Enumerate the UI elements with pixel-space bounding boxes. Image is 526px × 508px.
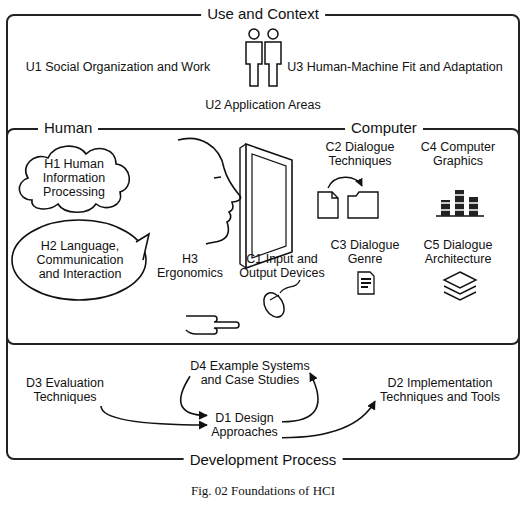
process-item: D4 Example Systems and Case Studies <box>190 357 310 389</box>
node-text: D4 Example Systems and Case Studies <box>190 359 310 387</box>
process-item: D3 Evaluation Techniques <box>20 374 110 406</box>
process-item: D2 Implementation Techniques and Tools <box>375 374 505 406</box>
flow-arrow <box>282 401 375 438</box>
bubble-outline <box>12 220 146 300</box>
figure-caption: Fig. 02 Foundations of HCI <box>191 483 335 499</box>
head-eye <box>214 177 221 178</box>
topic-label: C5 Dialogue Architecture <box>416 238 501 266</box>
band-heading: Computer <box>345 119 423 137</box>
topic-label: U2 Application Areas <box>205 98 320 112</box>
flow-arrow <box>181 376 207 415</box>
graphics-bar <box>469 197 478 216</box>
graphics-hatch <box>438 195 482 210</box>
thought-cloud: H1 Human Information Processing <box>12 140 136 216</box>
topic-label: C3 Dialogue Genre <box>330 238 400 266</box>
node-text: D1 Design Approaches <box>207 411 282 439</box>
frame-heading: Use and Context <box>201 5 325 23</box>
mouse-button <box>270 295 279 300</box>
person-body <box>265 42 281 86</box>
node-text: D2 Implementation Techniques and Tools <box>375 376 505 404</box>
process-item: D1 Design Approaches <box>207 409 282 441</box>
monitor-screen <box>252 154 286 258</box>
bubble-tail <box>136 234 149 260</box>
layer-icon <box>444 272 476 288</box>
speech-bubble: H2 Language, Communication and Interacti… <box>10 218 150 302</box>
person-head <box>249 29 259 39</box>
context-frame: Use and ContextDevelopment ProcessHumanC… <box>6 14 520 460</box>
mouse-cord <box>280 280 300 293</box>
cloud-outline <box>19 146 129 212</box>
folder-icon <box>348 192 378 218</box>
flow-arrow <box>282 373 318 422</box>
band-heading: Human <box>38 119 98 137</box>
genre-icon <box>358 272 374 294</box>
node-text: D3 Evaluation Techniques <box>20 376 110 404</box>
person-head <box>268 29 278 39</box>
monitor-frame <box>246 144 292 268</box>
mouse-body <box>260 289 289 321</box>
topic-label: U3 Human-Machine Fit and Adaptation <box>287 60 502 74</box>
head-profile <box>178 138 241 244</box>
topic-label: C2 Dialogue Techniques <box>323 140 398 168</box>
node-text: H2 Language, Communication and Interacti… <box>30 239 130 281</box>
document-icon <box>318 192 338 218</box>
topic-label: H3 Ergonomics <box>155 252 225 280</box>
genre-icon-lines <box>361 279 371 287</box>
layer-icon <box>444 286 476 300</box>
flow-arrow <box>101 406 207 425</box>
frame-heading: Development Process <box>184 451 343 469</box>
topic-label: C4 Computer Graphics <box>418 140 498 168</box>
topic-label: U1 Social Organization and Work <box>26 60 211 74</box>
pointing-hand <box>186 316 239 334</box>
person-body <box>246 42 262 86</box>
icon-arrow <box>328 177 362 188</box>
topic-label: C1 Input and Output Devices <box>232 252 332 280</box>
node-text: H1 Human Information Processing <box>28 157 120 199</box>
monitor-side <box>240 144 246 268</box>
